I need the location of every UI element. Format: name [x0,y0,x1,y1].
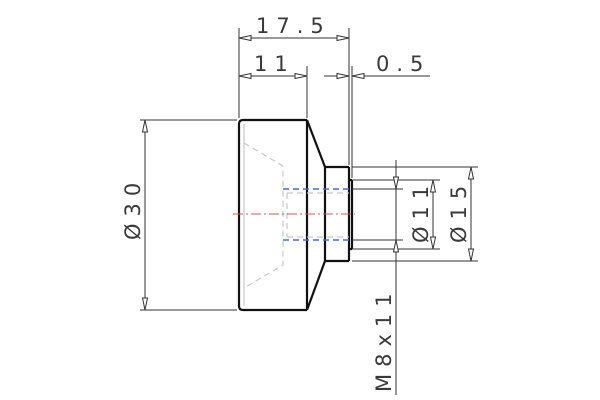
extension-lines [140,28,478,311]
dimension-inner-diameter: Ø11 [409,179,437,250]
dimension-overall-length: 17.5 [238,14,350,42]
dim-label-step-diameter: Ø15 [447,179,471,243]
dimension-thread: M8x11 [372,160,400,395]
dim-label-step-offset: 0.5 [376,52,430,76]
dim-label-thread: M8x11 [372,286,396,392]
dim-label-overall-length: 17.5 [256,14,331,38]
dimension-body-length: 11 [238,52,308,80]
dimension-step-diameter: Ø15 [447,166,475,262]
dimension-step-offset: 0.5 [324,52,430,80]
dim-label-body-length: 11 [254,52,295,76]
hidden-lines [243,142,352,289]
dim-label-body-diameter: Ø30 [121,176,145,240]
dimension-body-diameter: Ø30 [121,119,149,311]
dim-label-inner-diameter: Ø11 [409,179,433,243]
